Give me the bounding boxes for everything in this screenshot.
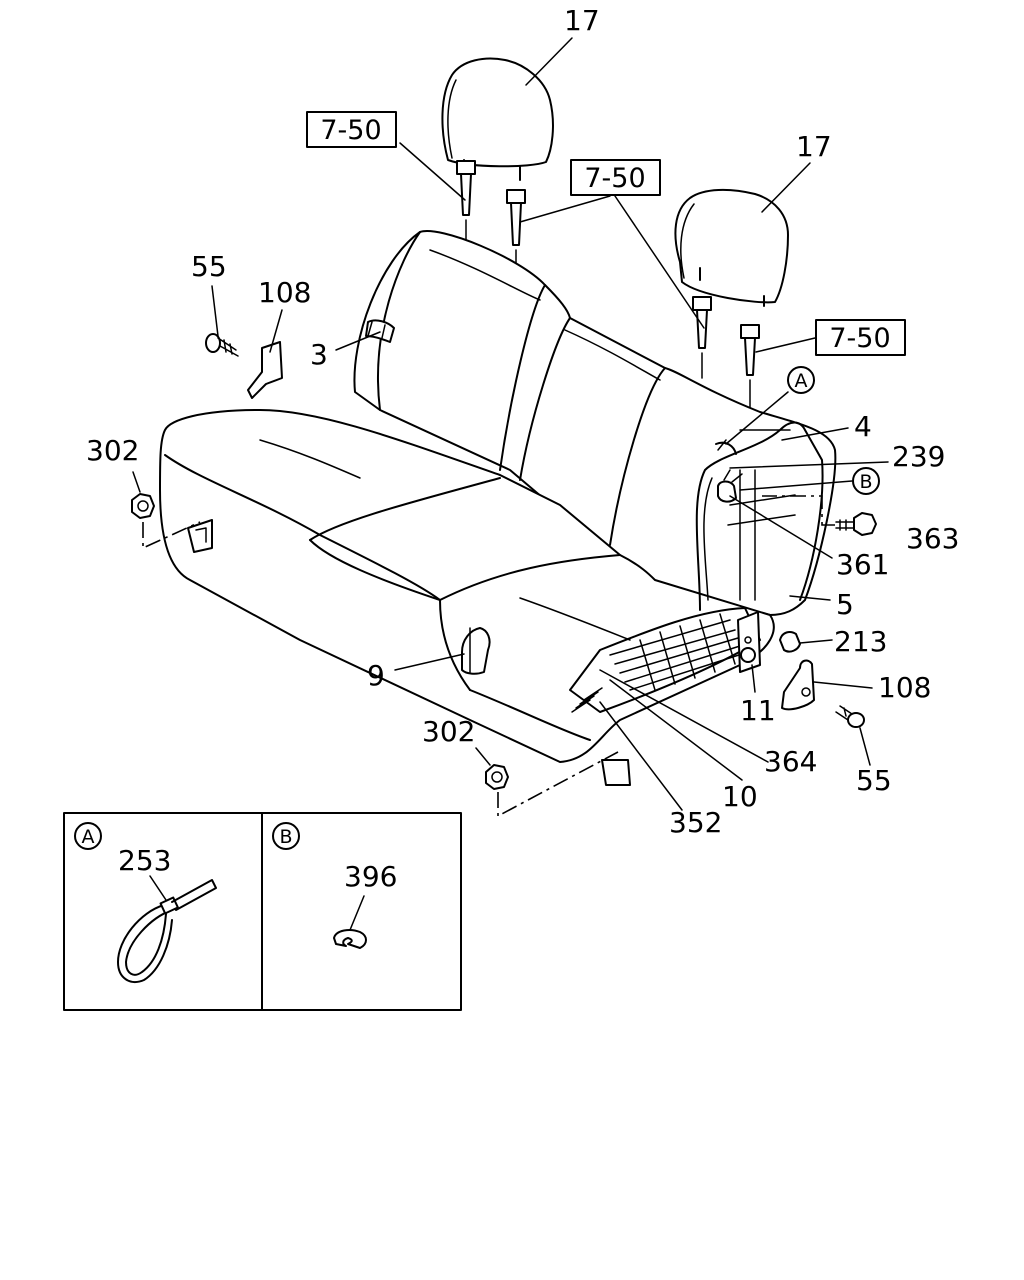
label-364: 364 xyxy=(764,745,817,778)
e-clip-icon xyxy=(333,929,367,949)
svg-text:A: A xyxy=(82,826,95,848)
guide-pin-1 xyxy=(456,160,476,246)
ref-box-right: 7-50 xyxy=(815,319,906,356)
label-352: 352 xyxy=(669,806,722,839)
label-5: 5 xyxy=(836,588,854,621)
svg-text:A: A xyxy=(795,370,808,392)
label-55-top: 55 xyxy=(191,250,227,283)
label-302-bottom: 302 xyxy=(422,715,475,748)
dash-302-bottom xyxy=(497,751,619,818)
leader-lines xyxy=(132,37,889,811)
ref-box-top-left: 7-50 xyxy=(306,111,397,148)
nut-302-bottom xyxy=(485,764,509,790)
label-11: 11 xyxy=(740,694,776,727)
dash-363 xyxy=(762,495,835,526)
svg-text:B: B xyxy=(279,826,292,848)
nut-302-left xyxy=(131,493,155,519)
belt-9 xyxy=(461,627,491,675)
screw-55-top xyxy=(205,333,239,357)
bracket-108-right xyxy=(781,659,815,711)
screw-55-right xyxy=(835,705,865,728)
seat-cushion xyxy=(159,409,775,763)
ref-box-mid: 7-50 xyxy=(570,159,661,196)
label-302-left: 302 xyxy=(86,434,139,467)
label-239: 239 xyxy=(892,440,945,473)
label-361: 361 xyxy=(836,548,889,581)
seat-frame-springs xyxy=(569,607,761,713)
svg-text:7-50: 7-50 xyxy=(584,163,645,194)
seat-leg xyxy=(601,759,631,786)
cable-239 xyxy=(715,439,737,455)
part-213 xyxy=(779,631,801,653)
detail-box-a: A 253 xyxy=(63,812,263,1011)
bracket-11 xyxy=(737,611,761,673)
back-frame-wire xyxy=(695,421,824,611)
detail-box-b: B 396 xyxy=(261,812,462,1011)
label-4: 4 xyxy=(854,410,872,443)
label-17-right: 17 xyxy=(796,130,832,163)
label-17-left: 17 xyxy=(564,4,600,37)
guide-pin-2 xyxy=(506,189,526,273)
svg-text:7-50: 7-50 xyxy=(829,323,890,354)
bracket-108-top xyxy=(247,341,283,399)
label-10: 10 xyxy=(722,780,758,813)
label-396: 396 xyxy=(344,860,397,893)
callout-a: A xyxy=(787,366,815,394)
label-108-right: 108 xyxy=(878,671,931,704)
svg-text:B: B xyxy=(859,471,872,493)
label-213: 213 xyxy=(834,625,887,658)
cable-tie-icon xyxy=(117,879,217,983)
svg-text:7-50: 7-50 xyxy=(320,115,381,146)
bolt-363 xyxy=(835,512,877,536)
seat-back xyxy=(353,230,837,616)
anchor-left xyxy=(187,519,213,553)
label-363: 363 xyxy=(906,522,959,555)
guide-pin-4 xyxy=(740,324,760,409)
label-108-top: 108 xyxy=(258,276,311,309)
part-labels: 17 17 55 108 3 302 4 239 363 361 5 213 9… xyxy=(86,4,959,839)
headrest-right xyxy=(674,188,789,307)
label-55-right: 55 xyxy=(856,764,892,797)
callout-b: B xyxy=(852,467,880,495)
guide-pin-3 xyxy=(692,296,712,379)
label-253: 253 xyxy=(118,844,171,877)
label-3: 3 xyxy=(310,338,328,371)
dash-302-left xyxy=(142,521,201,550)
label-9: 9 xyxy=(367,659,385,692)
headrest-left xyxy=(441,57,554,181)
